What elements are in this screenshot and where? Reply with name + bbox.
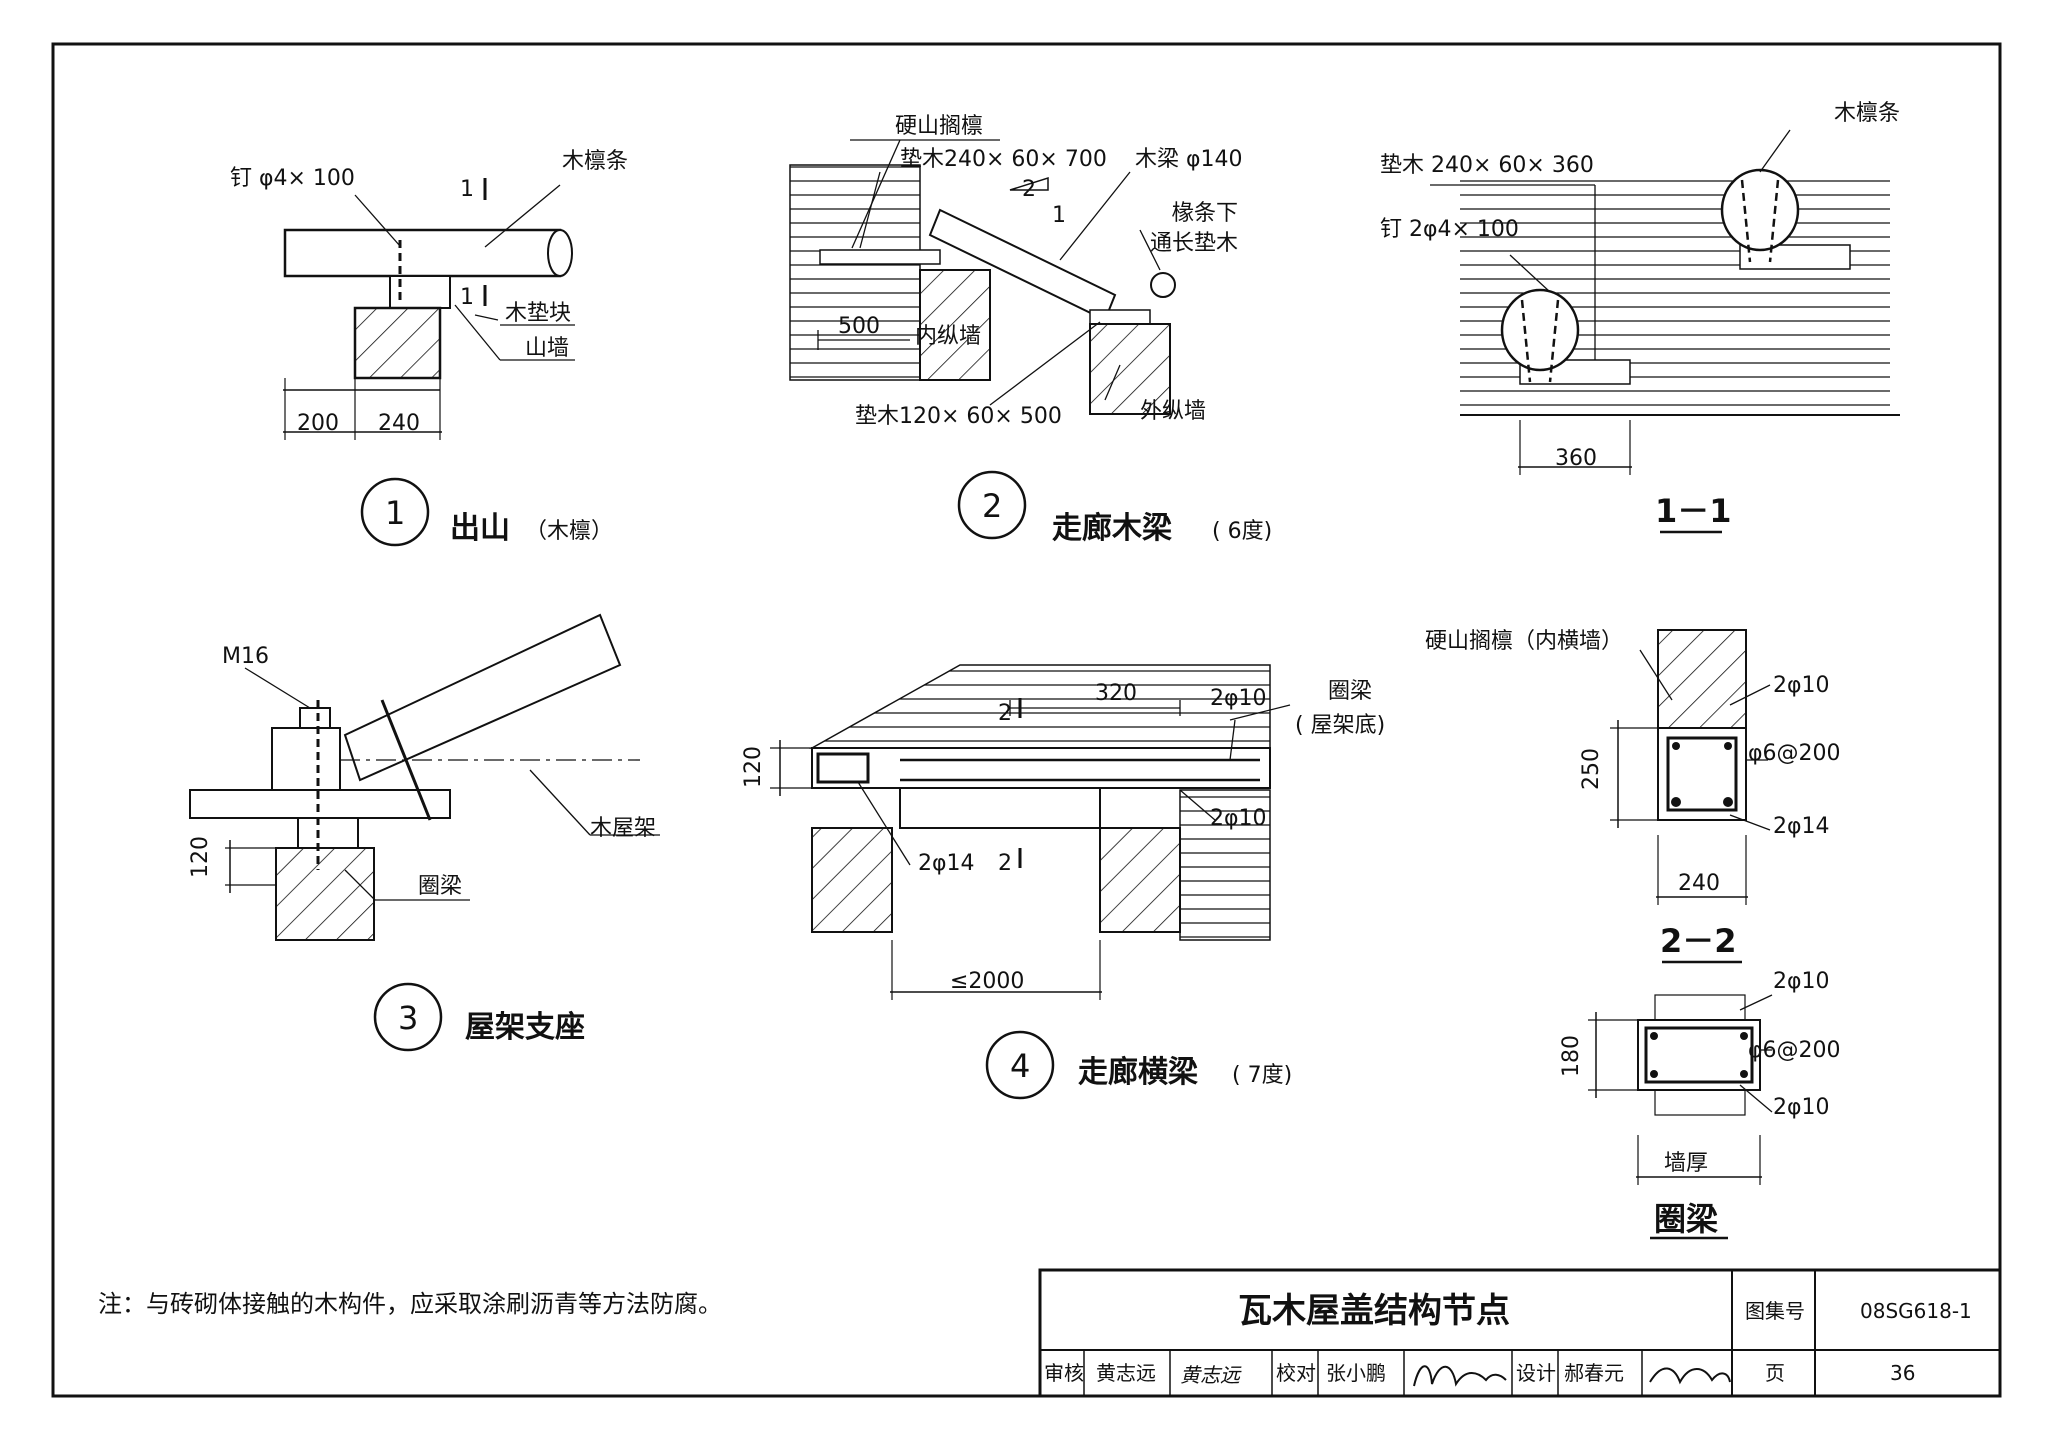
beam-label: 木梁 φ140 [1135, 147, 1243, 172]
detail-4-title: 走廊横梁 [1078, 1055, 1198, 1090]
bar-mid-label: 2φ10 [1210, 806, 1267, 831]
detail-4-number-circle [985, 1030, 1055, 1100]
detail-1: 钉 φ4× 100 木檩条 1 1 木垫块 山墙 200 240 1 出山 （木… [230, 149, 628, 547]
review-label: 审核 [1044, 1361, 1084, 1385]
detail-4-subtitle: ( 7度) [1232, 1063, 1292, 1088]
dim-320: 320 [1095, 681, 1137, 706]
truss-label: 木屋架 [590, 816, 656, 841]
gable-wall-label: 山墙 [525, 336, 569, 361]
title-block-title: 瓦木屋盖结构节点 [1238, 1291, 1510, 1331]
nail-label: 钉 φ4× 100 [230, 166, 355, 191]
ring-beam-bottom-bar: 2φ10 [1773, 1095, 1830, 1120]
bolt-label: M16 [222, 644, 269, 669]
designer-signature [1649, 1367, 1731, 1385]
ring-beam-stirrup: φ6@200 [1748, 1038, 1841, 1063]
drawing-frame [51, 42, 2002, 1398]
detail-1-number: 1 [385, 494, 405, 532]
section-1-1-title: 1－1 [1655, 492, 1732, 530]
pad-block-label: 木垫块 [505, 301, 571, 326]
slope-rise: 2 [1022, 177, 1036, 202]
detail-3-number-circle [373, 982, 443, 1052]
general-note: 注：与砖砌体接触的木构件，应采取涂刷沥青等方法防腐。 [98, 1290, 722, 1318]
detail-2-number-circle [957, 470, 1027, 540]
dim-240: 240 [378, 411, 420, 436]
designer-name: 郝春元 [1564, 1361, 1624, 1385]
bar-top-label: 2φ10 [1210, 686, 1267, 711]
detail-1-number-circle [360, 477, 430, 547]
under-purlin-label-1: 椽条下 [1172, 201, 1238, 226]
detail-4-number: 4 [1010, 1047, 1030, 1085]
bar-bottom-label: 2φ14 [918, 851, 975, 876]
dim-span: ≤2000 [950, 969, 1024, 994]
slope-run: 1 [1052, 203, 1066, 228]
ring-beam-label-d3: 圈梁 [418, 874, 462, 899]
ring-beam-wall-thickness: 墙厚 [1664, 1151, 1708, 1176]
section-1-1-dim: 360 [1555, 446, 1597, 471]
hard-gable-label: 硬山搁檩 [895, 114, 983, 139]
title-block: 瓦木屋盖结构节点 图集号 08SG618-1 页 36 审核 黄志远 黄志远 校… [1038, 1268, 2002, 1398]
detail-2-number: 2 [982, 487, 1002, 525]
atlas-label: 图集号 [1745, 1299, 1805, 1323]
purlin-label: 木檩条 [562, 149, 628, 174]
detail-4: 320 2φ10 圈梁 ( 屋架底) 120 2 2 2φ10 2φ14 ≤20… [741, 664, 1385, 1100]
page-number: 36 [1890, 1361, 1915, 1385]
ring-beam-dim-180: 180 [1559, 1035, 1584, 1077]
outer-wall-label: 外纵墙 [1140, 399, 1206, 424]
section-1-1: 木檩条 垫木 240× 60× 360 钉 2φ4× 100 360 1－1 [1380, 101, 1900, 534]
section-1-1-nail: 钉 2φ4× 100 [1380, 217, 1519, 242]
section-mark-bottom: 1 [460, 285, 474, 310]
section-2-2-title: 2－2 [1660, 922, 1737, 960]
checker-name: 张小鹏 [1326, 1361, 1386, 1385]
check-label: 校对 [1276, 1361, 1316, 1385]
dim-500: 500 [838, 314, 880, 339]
page-label: 页 [1765, 1361, 1785, 1385]
reviewer-signature: 黄志远 [1180, 1363, 1242, 1387]
section-2-2-dim-240: 240 [1678, 871, 1720, 896]
detail-1-subtitle: （木檩） [525, 519, 613, 544]
dim-120-d3: 120 [188, 836, 213, 878]
detail-3-number: 3 [398, 999, 418, 1037]
section-mark-top-d4: 2 [998, 701, 1012, 726]
pad-bottom-label: 垫木120× 60× 500 [855, 404, 1062, 429]
section-1-1-pad: 垫木 240× 60× 360 [1380, 153, 1594, 178]
section-mark-top: 1 [460, 177, 474, 202]
ring-beam-label-2: ( 屋架底) [1295, 713, 1385, 738]
ring-beam-top-bar: 2φ10 [1773, 969, 1830, 994]
detail-2-subtitle: ( 6度) [1212, 519, 1272, 544]
dim-200: 200 [297, 411, 339, 436]
design-label: 设计 [1516, 1361, 1556, 1385]
detail-2: 硬山搁檩 垫木240× 60× 700 木梁 φ140 2 1 椽条下 通长垫木… [789, 114, 1272, 546]
detail-2-title: 走廊木梁 [1052, 511, 1172, 546]
ring-beam-section-title: 圈梁 [1654, 1200, 1718, 1238]
atlas-number: 08SG618-1 [1860, 1299, 1972, 1323]
section-2-2-hard-gable: 硬山搁檩（内横墙） [1425, 629, 1623, 654]
section-2-2-top-bar: 2φ10 [1773, 673, 1830, 698]
section-1-1-purlin: 木檩条 [1834, 101, 1900, 126]
pad-top-label: 垫木240× 60× 700 [900, 147, 1107, 172]
reviewer-name: 黄志远 [1096, 1361, 1156, 1385]
section-2-2-dim-250: 250 [1579, 748, 1604, 790]
detail-3: M16 木屋架 120 圈梁 3 屋架支座 [188, 613, 660, 1052]
detail-1-title: 出山 [450, 511, 510, 546]
ring-beam-label-1: 圈梁 [1328, 679, 1372, 704]
section-2-2-stirrup: φ6@200 [1748, 741, 1841, 766]
section-2-2-bottom-bar: 2φ14 [1773, 814, 1830, 839]
checker-signature [1413, 1365, 1507, 1387]
dim-120-d4: 120 [741, 746, 766, 788]
section-mark-bottom-d4: 2 [998, 851, 1012, 876]
detail-3-title: 屋架支座 [465, 1010, 585, 1045]
inner-wall-label: 内纵墙 [915, 324, 981, 349]
ring-beam-section: 2φ10 φ6@200 180 2φ10 墙厚 圈梁 [1559, 969, 1841, 1240]
section-2-2: 硬山搁檩（内横墙） 2φ10 φ6@200 250 2φ14 240 2－2 [1425, 629, 1841, 964]
under-purlin-label-2: 通长垫木 [1150, 231, 1238, 256]
